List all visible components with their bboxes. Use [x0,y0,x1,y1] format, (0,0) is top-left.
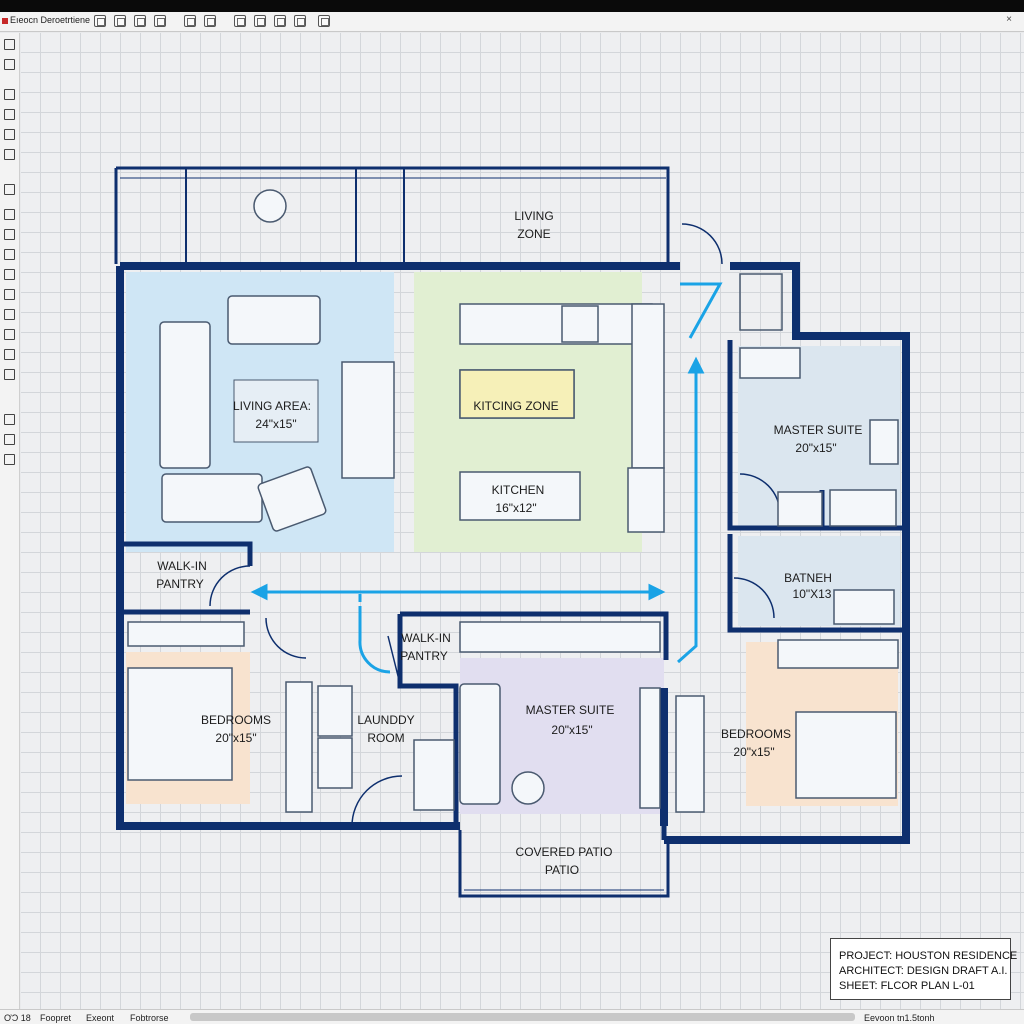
app-title-text: Eıeocn Deroetrtiene [10,15,91,25]
tool-hand-icon[interactable] [4,109,15,120]
circulation-arrows [250,282,723,674]
tool-stair-icon[interactable] [4,369,15,380]
select-icon[interactable] [234,15,246,27]
tool-fill-icon[interactable] [4,414,15,425]
sheet-name: SHEET: FLCOR PLAN L-01 [839,980,975,992]
kitchen-zone-label: KITCING ZONE [473,399,558,413]
master-suite-top-label-2: 20"x15" [795,441,836,455]
walkin-pantry-left-label-1: WALK-IN [157,559,207,573]
tool-rect-icon[interactable] [4,329,15,340]
master-suite-top-label-1: MASTER SUITE [774,423,863,437]
living-zone-label-1: LIVING [514,209,553,223]
bath-label-2: 10"X13 [793,587,832,601]
app-toolbar: Eıeocn Deroetrtiene × [0,12,1024,32]
print-icon[interactable] [154,15,166,27]
architect-name: ARCHITECT: DESIGN DRAFT A.I. [839,965,1008,977]
status-bar: ƠƆ 18 Foopret Exeont Fobtrorse Eevoon tn… [0,1009,1024,1024]
kitchen-label-2: 16"x12" [495,501,536,515]
tool-pointer-icon[interactable] [4,89,15,100]
move-icon[interactable] [254,15,266,27]
bedrooms-left-label-1: BEDROOMS [201,713,271,727]
tool-dimension-icon[interactable] [4,454,15,465]
master-suite-mid-label-1: MASTER SUITE [526,703,615,717]
bath-label-1: BATNEH [784,571,832,585]
tool-circle-icon[interactable] [4,289,15,300]
bedrooms-right-label-1: BEDROOMS [721,727,791,741]
tool-text-icon[interactable] [4,39,15,50]
project-name: PROJECT: HOUSTON RESIDENCE [839,950,1018,962]
living-zone-walls [114,166,723,265]
new-icon[interactable] [94,15,106,27]
zoom-icon[interactable] [274,15,286,27]
tool-wall-icon[interactable] [4,349,15,360]
bedrooms-left-label-2: 20"x15" [215,731,256,745]
patio-label-1: COVERED PATIO [516,845,613,859]
bedrooms-right-label-2: 20"x15" [733,745,774,759]
window-title-bar [0,0,1024,12]
settings-icon[interactable] [318,15,330,27]
walkin-pantry-left-label-2: PANTRY [156,577,204,591]
interior-walls [124,340,904,840]
undo-icon[interactable] [184,15,196,27]
drawing-canvas[interactable]: LIVING ZONE LIVING AREA: 24"x15" KITCING… [21,33,1024,1009]
tool-pencil-icon[interactable] [4,209,15,220]
laundry-label-1: LAUNDDY [357,713,414,727]
title-block: PROJECT: HOUSTON RESIDENCE ARCHITECT: DE… [830,938,1018,1000]
living-zone-label-2: ZONE [517,227,550,241]
tool-door-icon[interactable] [4,229,15,240]
patio-outline [458,830,670,898]
tool-window-icon[interactable] [4,249,15,260]
walkin-pantry-mid-label-1: WALK-IN [401,631,451,645]
layers-icon[interactable] [294,15,306,27]
walkin-pantry-mid-label-2: PANTRY [400,649,448,663]
app-title: Eıeocn Deroetrtiene [2,15,90,25]
close-icon[interactable]: × [1006,14,1012,25]
living-area-label-1: LIVING AREA: [233,399,311,413]
status-tab-footprint[interactable]: Foopret [40,1013,72,1023]
save-icon[interactable] [134,15,146,27]
tool-polygon-icon[interactable] [4,269,15,280]
tool-copy-icon[interactable] [4,59,15,70]
living-area-table [233,379,319,443]
tool-pen-icon[interactable] [4,184,15,195]
status-zoom: Eevoon tn1.5tonh [864,1013,935,1023]
kitchen-island [459,369,575,419]
tool-grid-icon[interactable] [4,149,15,160]
tool-measure-icon[interactable] [4,434,15,445]
redo-icon[interactable] [204,15,216,27]
status-coords: ƠƆ 18 [4,1013,31,1023]
status-tab-export[interactable]: Exeont [86,1013,115,1023]
tool-table-icon[interactable] [4,129,15,140]
laundry-label-2: ROOM [367,731,404,745]
tool-palette [0,33,20,1009]
floor-plan: LIVING ZONE LIVING AREA: 24"x15" KITCING… [114,166,910,898]
horizontal-scrollbar[interactable] [190,1013,855,1021]
open-icon[interactable] [114,15,126,27]
tool-rotate-icon[interactable] [4,309,15,320]
patio-label-2: PATIO [545,863,579,877]
app-logo-icon [2,17,8,24]
kitchen-label-1: KITCHEN [492,483,545,497]
master-suite-mid-label-2: 20"x15" [551,723,592,737]
living-area-label-2: 24"x15" [255,417,296,431]
status-tab-fobtrorse[interactable]: Fobtrorse [130,1013,169,1023]
